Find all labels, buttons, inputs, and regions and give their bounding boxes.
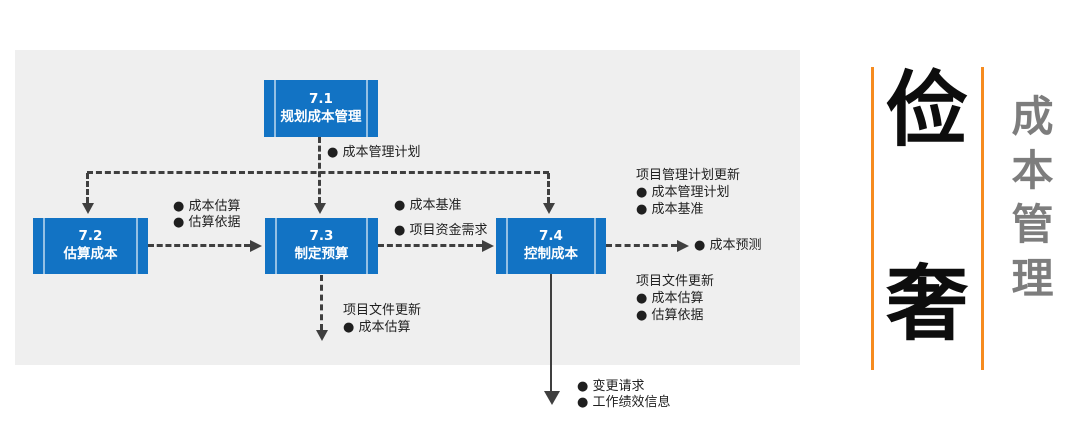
label-doc-updates-74: 项目文件更新 ● 成本估算 ● 估算依据 <box>636 273 714 324</box>
label-pm-plan-updates: 项目管理计划更新 ● 成本管理计划 ● 成本基准 <box>636 167 740 218</box>
label-cost-estimates: ● 成本估算 <box>343 320 411 335</box>
motto-char-frugal: 俭 <box>885 63 968 158</box>
arrowhead-into-7-4 <box>543 203 555 214</box>
box-right-stripe <box>366 218 368 274</box>
box-left-stripe <box>274 80 276 137</box>
process-box-7-2: 7.2 估算成本 <box>33 218 148 274</box>
label-basis-of-estimates: ● 估算依据 <box>636 308 704 323</box>
label-doc-updates-title: 项目文件更新 <box>636 274 715 289</box>
process-name: 估算成本 <box>63 246 118 262</box>
label-estimate-outputs: ● 成本估算 ● 估算依据 <box>173 199 240 231</box>
label-doc-updates-73: 项目文件更新 ● 成本估算 <box>343 302 421 336</box>
label-funding-requirements: ● 项目资金需求 <box>394 223 488 238</box>
box-left-stripe <box>506 218 508 274</box>
process-box-7-4: 7.4 控制成本 <box>496 218 606 274</box>
orange-divider-right <box>981 67 984 370</box>
connector-drop-to-7-4 <box>547 173 550 203</box>
label-cost-estimates: ● 成本估算 <box>173 199 241 214</box>
connector-bus-line <box>87 171 549 174</box>
connector-73-to-74 <box>378 244 482 247</box>
process-number: 7.2 <box>78 228 103 245</box>
label-cost-estimates: ● 成本估算 <box>636 291 704 306</box>
label-bottom-outputs: ● 变更请求 ● 工作绩效信息 <box>577 379 670 411</box>
connector-73-down <box>320 275 323 330</box>
process-box-7-1: 7.1 规划成本管理 <box>264 80 378 137</box>
process-name: 制定预算 <box>294 246 349 262</box>
connector-74-right <box>606 244 677 247</box>
connector-74-down <box>550 274 552 392</box>
label-cost-management-plan: ● 成本管理计划 <box>327 145 421 160</box>
label-basis-of-estimates: ● 估算依据 <box>173 215 241 230</box>
arrowhead-74-down <box>544 391 560 405</box>
diagram-background-panel <box>15 50 800 365</box>
label-cost-baseline: ● 成本基准 <box>394 198 462 213</box>
vertical-title-cost-management: 成本管理 <box>1005 94 1054 310</box>
process-box-7-3: 7.3 制定预算 <box>265 218 378 274</box>
label-change-requests: ● 变更请求 <box>577 379 645 394</box>
label-cost-management-plan: ● 成本管理计划 <box>636 185 730 200</box>
process-number: 7.1 <box>309 90 333 107</box>
arrowhead-72-to-73 <box>250 240 262 252</box>
arrowhead-into-7-3 <box>314 203 326 214</box>
process-name: 控制成本 <box>524 246 578 262</box>
label-cost-baseline: ● 成本基准 <box>636 202 704 217</box>
process-name: 规划成本管理 <box>280 108 362 125</box>
arrowhead-73-down <box>316 330 328 341</box>
arrowhead-73-to-74 <box>482 240 494 252</box>
process-number: 7.4 <box>539 228 563 245</box>
connector-drop-to-7-2 <box>86 173 89 203</box>
connector-71-to-73 <box>318 137 321 203</box>
box-right-stripe <box>366 80 368 137</box>
orange-divider-left <box>871 67 874 370</box>
box-right-stripe <box>136 218 138 274</box>
motto-char-extravagant: 奢 <box>885 257 968 352</box>
label-pm-plan-updates-title: 项目管理计划更新 <box>636 168 741 183</box>
box-left-stripe <box>43 218 45 274</box>
arrowhead-into-7-2 <box>82 203 94 214</box>
arrowhead-74-right <box>677 240 689 252</box>
label-doc-updates-title: 项目文件更新 <box>343 303 422 318</box>
box-left-stripe <box>275 218 277 274</box>
connector-72-to-73 <box>148 244 250 247</box>
process-number: 7.3 <box>309 228 334 245</box>
label-cost-forecasts: ● 成本预测 <box>694 238 762 253</box>
label-work-performance-info: ● 工作绩效信息 <box>577 395 671 410</box>
box-right-stripe <box>594 218 596 274</box>
